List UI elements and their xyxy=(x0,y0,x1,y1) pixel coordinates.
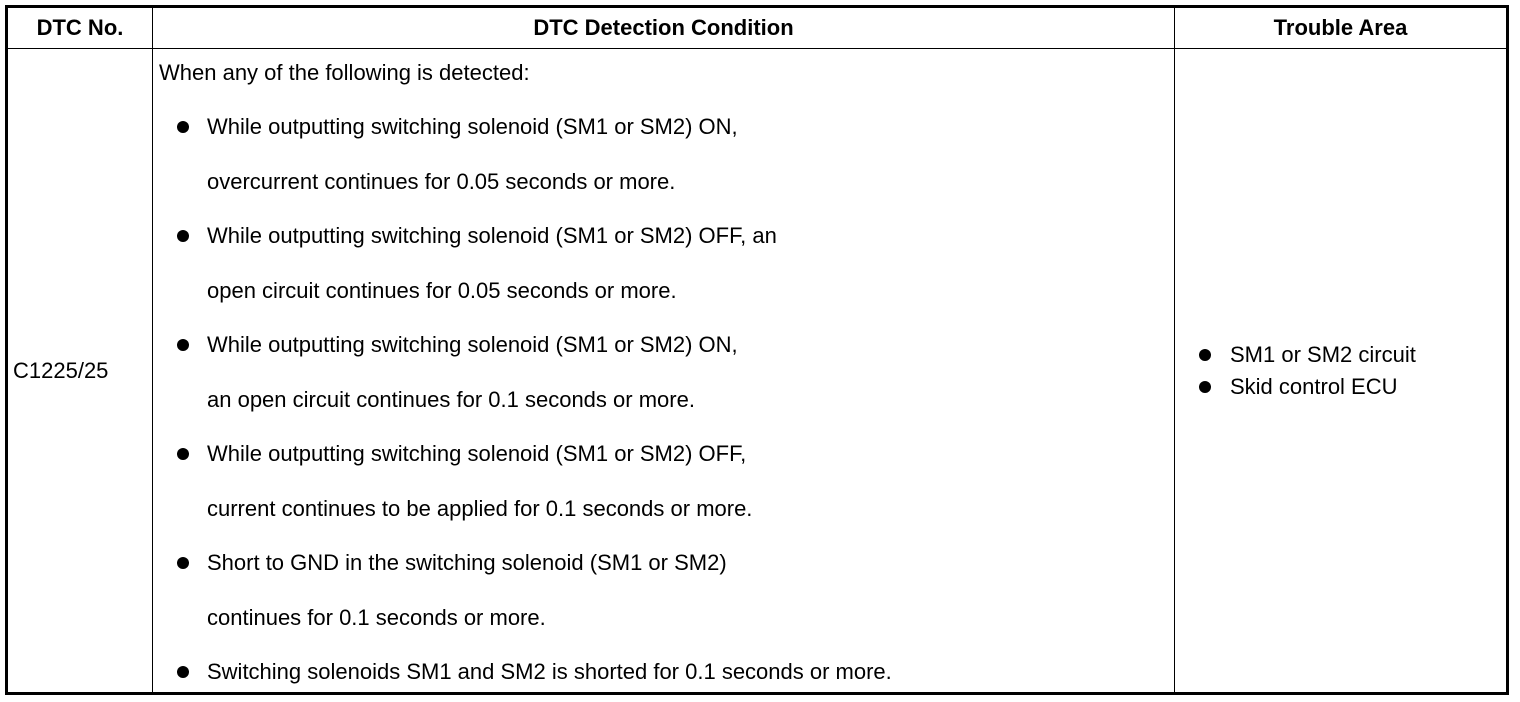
header-detection-condition: DTC Detection Condition xyxy=(152,6,1175,49)
bullet-icon xyxy=(1199,348,1211,361)
condition-line: open circuit continues for 0.05 seconds … xyxy=(207,278,677,303)
condition-item: While outputting switching solenoid (SM1… xyxy=(153,440,1174,523)
condition-line: While outputting switching solenoid (SM1… xyxy=(207,441,747,466)
trouble-area-label: SM1 or SM2 circuit xyxy=(1230,341,1416,367)
bullet-icon xyxy=(177,121,189,133)
condition-item: Short to GND in the switching solenoid (… xyxy=(153,549,1174,632)
condition-item: While outputting switching solenoid (SM1… xyxy=(153,222,1174,305)
condition-line: current continues to be applied for 0.1 … xyxy=(207,496,753,521)
condition-list: While outputting switching solenoid (SM1… xyxy=(153,113,1174,686)
bullet-icon xyxy=(177,339,189,351)
condition-line: Switching solenoids SM1 and SM2 is short… xyxy=(207,659,892,684)
bullet-icon xyxy=(177,448,189,460)
condition-line: While outputting switching solenoid (SM1… xyxy=(207,332,738,357)
trouble-area-label: Skid control ECU xyxy=(1230,373,1398,399)
condition-item: Switching solenoids SM1 and SM2 is short… xyxy=(153,658,1174,686)
condition-line: Short to GND in the switching solenoid (… xyxy=(207,550,727,575)
condition-line: continues for 0.1 seconds or more. xyxy=(207,605,546,630)
condition-intro: When any of the following is detected: xyxy=(159,60,530,85)
dtc-table: DTC No. DTC Detection Condition Trouble … xyxy=(5,5,1509,695)
condition-cell: When any of the following is detected: W… xyxy=(152,48,1175,694)
header-row: DTC No. DTC Detection Condition Trouble … xyxy=(6,6,1508,49)
condition-line: overcurrent continues for 0.05 seconds o… xyxy=(207,169,676,194)
condition-line: While outputting switching solenoid (SM1… xyxy=(207,223,777,248)
header-dtc-no: DTC No. xyxy=(6,6,153,49)
dtc-code-cell: C1225/25 xyxy=(6,48,153,694)
header-trouble-area: Trouble Area xyxy=(1174,6,1508,49)
condition-item: While outputting switching solenoid (SM1… xyxy=(153,113,1174,196)
condition-line: an open circuit continues for 0.1 second… xyxy=(207,387,695,412)
bullet-icon xyxy=(177,230,189,242)
bullet-icon xyxy=(177,666,189,678)
trouble-area-list: SM1 or SM2 circuit Skid control ECU xyxy=(1175,339,1506,403)
condition-item: While outputting switching solenoid (SM1… xyxy=(153,331,1174,414)
bullet-icon xyxy=(177,557,189,569)
condition-line: While outputting switching solenoid (SM1… xyxy=(207,114,738,139)
trouble-area-item: SM1 or SM2 circuit xyxy=(1175,339,1506,371)
table-row: C1225/25 When any of the following is de… xyxy=(6,48,1508,694)
trouble-area-item: Skid control ECU xyxy=(1175,371,1506,403)
bullet-icon xyxy=(1199,380,1211,393)
trouble-area-cell: SM1 or SM2 circuit Skid control ECU xyxy=(1174,48,1508,694)
